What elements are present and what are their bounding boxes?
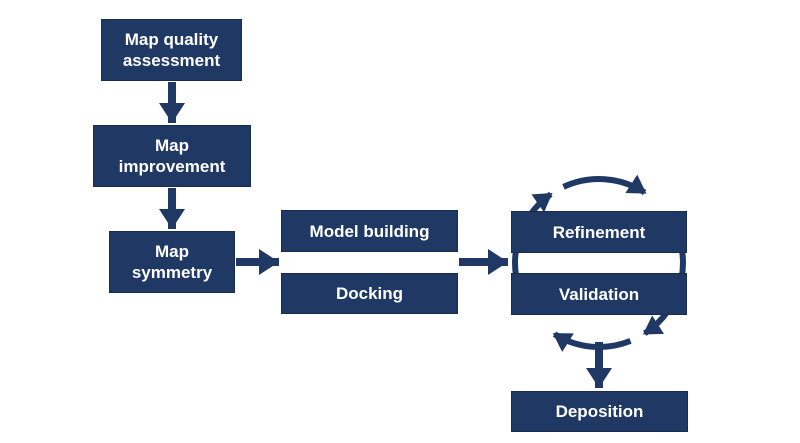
cycle-arrow-top-icon [562, 174, 647, 196]
node-deposition: Deposition [511, 391, 688, 432]
node-model-building: Model building [281, 210, 458, 252]
node-validation: Validation [511, 273, 687, 315]
node-refinement: Refinement [511, 211, 687, 253]
cycle-arrow-bottom-icon [552, 331, 632, 353]
node-map-improvement: Map improvement [93, 125, 251, 187]
node-map-quality-assessment: Map quality assessment [101, 19, 242, 81]
refinement-validation-cycle [512, 174, 686, 353]
node-docking: Docking [281, 273, 458, 314]
node-map-symmetry: Map symmetry [109, 231, 235, 293]
